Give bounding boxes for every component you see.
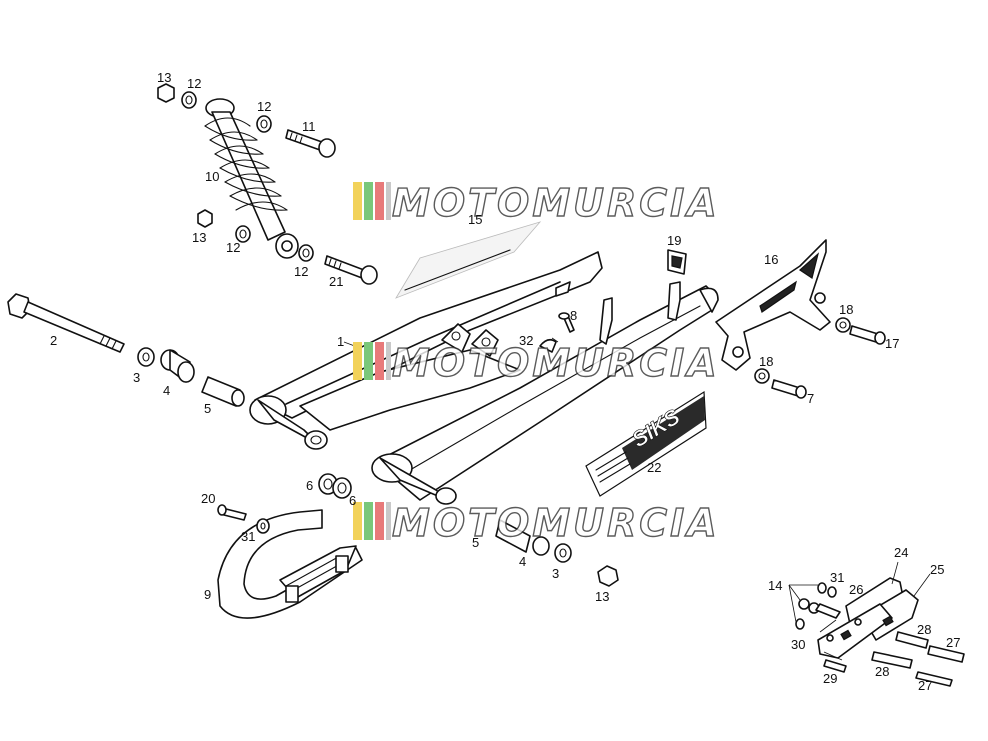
- callout-11: 11: [302, 119, 316, 134]
- decal-sheet: [395, 221, 542, 299]
- watermark-top: MOTOMURCIA: [353, 180, 720, 226]
- callout-6: 6: [306, 478, 313, 493]
- axle-spacers-left: [137, 347, 245, 407]
- callout-labels: 13 12 12 11 10 13 12 12 21 2 1 3 4 5 19 …: [50, 70, 960, 693]
- callout-29: 29: [823, 671, 837, 686]
- watermark-text: MOTOMURCIA: [392, 181, 720, 225]
- callout-9: 9: [204, 587, 211, 602]
- shock-hardware: [157, 83, 314, 262]
- callout-2: 2: [50, 333, 57, 348]
- callout-18: 18: [759, 354, 773, 369]
- screw-8: [558, 312, 575, 333]
- washer-12-a: [181, 91, 197, 109]
- callout-6: 6: [349, 493, 356, 508]
- callout-19: 19: [667, 233, 681, 248]
- callout-16: 16: [764, 252, 778, 267]
- shock-absorber: [204, 98, 299, 259]
- callout-8: 8: [570, 308, 577, 323]
- callout-1: 1: [337, 334, 344, 349]
- callout-27: 27: [946, 635, 960, 650]
- decal-22: SIKS: [585, 390, 707, 497]
- watermark-bottom: MOTOMURCIA: [353, 500, 720, 546]
- callout-3: 3: [133, 370, 140, 385]
- callout-12: 12: [226, 240, 240, 255]
- callout-26: 26: [849, 582, 863, 597]
- watermark-text: MOTOMURCIA: [392, 501, 720, 545]
- bracket-19: [667, 249, 687, 275]
- callout-21: 21: [329, 274, 343, 289]
- washers-6: [318, 473, 352, 499]
- callout-12: 12: [187, 76, 201, 91]
- callout-5: 5: [472, 535, 479, 550]
- callout-20: 20: [201, 491, 215, 506]
- callout-14: 14: [768, 578, 782, 593]
- washer-12-c: [235, 225, 251, 243]
- callout-13: 13: [192, 230, 206, 245]
- callout-24: 24: [894, 545, 908, 560]
- callout-7: 7: [807, 391, 814, 406]
- nut-13-mid: [197, 209, 213, 228]
- bolt-11: [285, 129, 336, 158]
- callout-28: 28: [917, 622, 931, 637]
- callout-18: 18: [839, 302, 853, 317]
- callout-32: 32: [519, 333, 533, 348]
- bolt-21: [324, 255, 378, 285]
- callout-27: 27: [918, 678, 932, 693]
- watermark-middle: MOTOMURCIA: [353, 340, 720, 386]
- callout-31: 31: [830, 570, 844, 585]
- watermark-text: MOTOMURCIA: [392, 341, 720, 385]
- chain-slider-9: [217, 509, 363, 619]
- callout-4: 4: [519, 554, 526, 569]
- chain-slider-hardware: [217, 504, 270, 534]
- callout-10: 10: [205, 169, 219, 184]
- callout-3: 3: [552, 566, 559, 581]
- callout-4: 4: [163, 383, 170, 398]
- callout-13: 13: [157, 70, 171, 85]
- callout-13: 13: [595, 589, 609, 604]
- chain-guide-lower: [817, 577, 919, 659]
- chain-guide-hardware: [754, 317, 886, 399]
- callout-12: 12: [294, 264, 308, 279]
- callout-22: 22: [647, 460, 661, 475]
- callout-25: 25: [930, 562, 944, 577]
- washer-12-d: [298, 244, 314, 262]
- callout-30: 30: [791, 637, 805, 652]
- callout-31: 31: [241, 529, 255, 544]
- axle-spacers-right: [495, 519, 619, 587]
- callout-12: 12: [257, 99, 271, 114]
- callout-28: 28: [875, 664, 889, 679]
- chain-guide-16: [715, 239, 831, 371]
- part-32: [539, 338, 557, 353]
- callout-5: 5: [204, 401, 211, 416]
- chain-guide-lower-hardware: [795, 582, 965, 687]
- callout-17: 17: [885, 336, 899, 351]
- callout-15: 15: [468, 212, 482, 227]
- axle-bolt: [7, 293, 125, 353]
- washer-12-b: [256, 115, 272, 133]
- nut-13-top: [157, 83, 175, 103]
